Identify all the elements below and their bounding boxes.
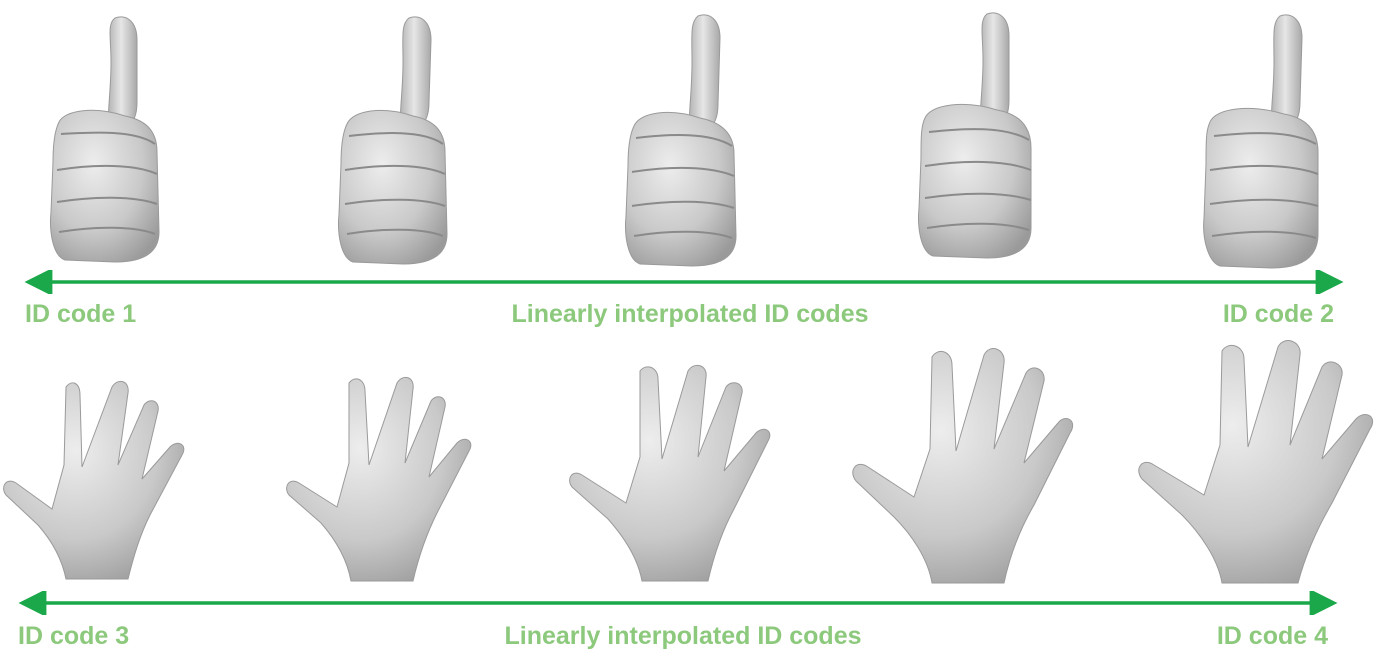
thumbs-up-hand-interpolated-1: [333, 12, 458, 267]
id-code-3-label: ID code 3: [18, 622, 130, 650]
thumbs-up-hand-id-code-2: [1200, 12, 1325, 272]
thumbs-up-row: ID code 1 Linearly interpolated ID codes…: [24, 12, 1344, 328]
open-palm-row: ID code 3 Linearly interpolated ID codes…: [0, 335, 1380, 662]
interpolated-codes-label-bottom: Linearly interpolated ID codes: [504, 622, 862, 650]
open-palm-hand-interpolated-2: [568, 363, 773, 585]
open-palm-hand-id-code-4: [1138, 340, 1376, 586]
id-code-4-label: ID code 4: [1216, 622, 1328, 650]
open-palm-hand-interpolated-1: [285, 373, 475, 585]
interpolation-arrow-bottom: [18, 591, 1338, 615]
id-code-2-label: ID code 2: [1222, 300, 1334, 328]
thumbs-up-hand-interpolated-3: [915, 12, 1040, 267]
thumbs-up-hand-interpolated-2: [620, 12, 745, 267]
open-palm-hand-interpolated-3: [852, 347, 1077, 587]
thumbs-up-hand-id-code-1: [45, 12, 170, 267]
interpolation-arrow-top: [24, 270, 1344, 294]
id-code-1-label: ID code 1: [25, 300, 137, 328]
open-palm-hand-id-code-3: [0, 375, 190, 585]
interpolated-codes-label-top: Linearly interpolated ID codes: [511, 300, 869, 328]
